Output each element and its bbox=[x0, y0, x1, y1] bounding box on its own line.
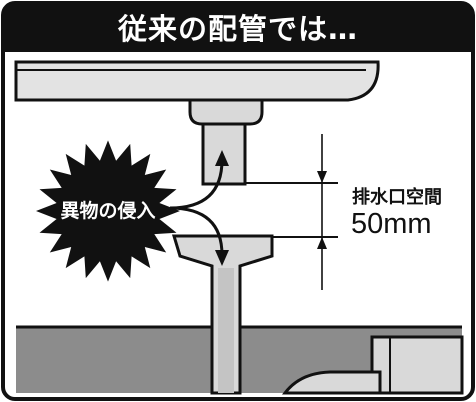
upper-drain-pipe bbox=[201, 122, 247, 186]
title-bar bbox=[3, 3, 473, 52]
upper-drain-neck bbox=[188, 98, 264, 126]
drawing-area bbox=[14, 60, 464, 395]
dim-arrow-top bbox=[317, 171, 327, 183]
gap-value: 50mm bbox=[351, 208, 432, 240]
burst-label: 異物の侵入 bbox=[60, 200, 156, 222]
curved-pipe bbox=[281, 370, 382, 395]
intrusion-arrowhead-down bbox=[215, 250, 229, 266]
dim-arrow-bottom bbox=[317, 237, 327, 249]
basin bbox=[14, 60, 380, 102]
drain-box bbox=[370, 335, 464, 395]
lower-drain-pipe-inner bbox=[218, 268, 234, 393]
intrusion-arrowhead-up bbox=[215, 150, 229, 166]
gap-label: 排水口空間 bbox=[352, 187, 442, 208]
page-title: 従来の配管では… bbox=[117, 12, 358, 46]
foreign-object-burst bbox=[36, 140, 180, 282]
intrusion-arrow-down bbox=[169, 206, 224, 256]
